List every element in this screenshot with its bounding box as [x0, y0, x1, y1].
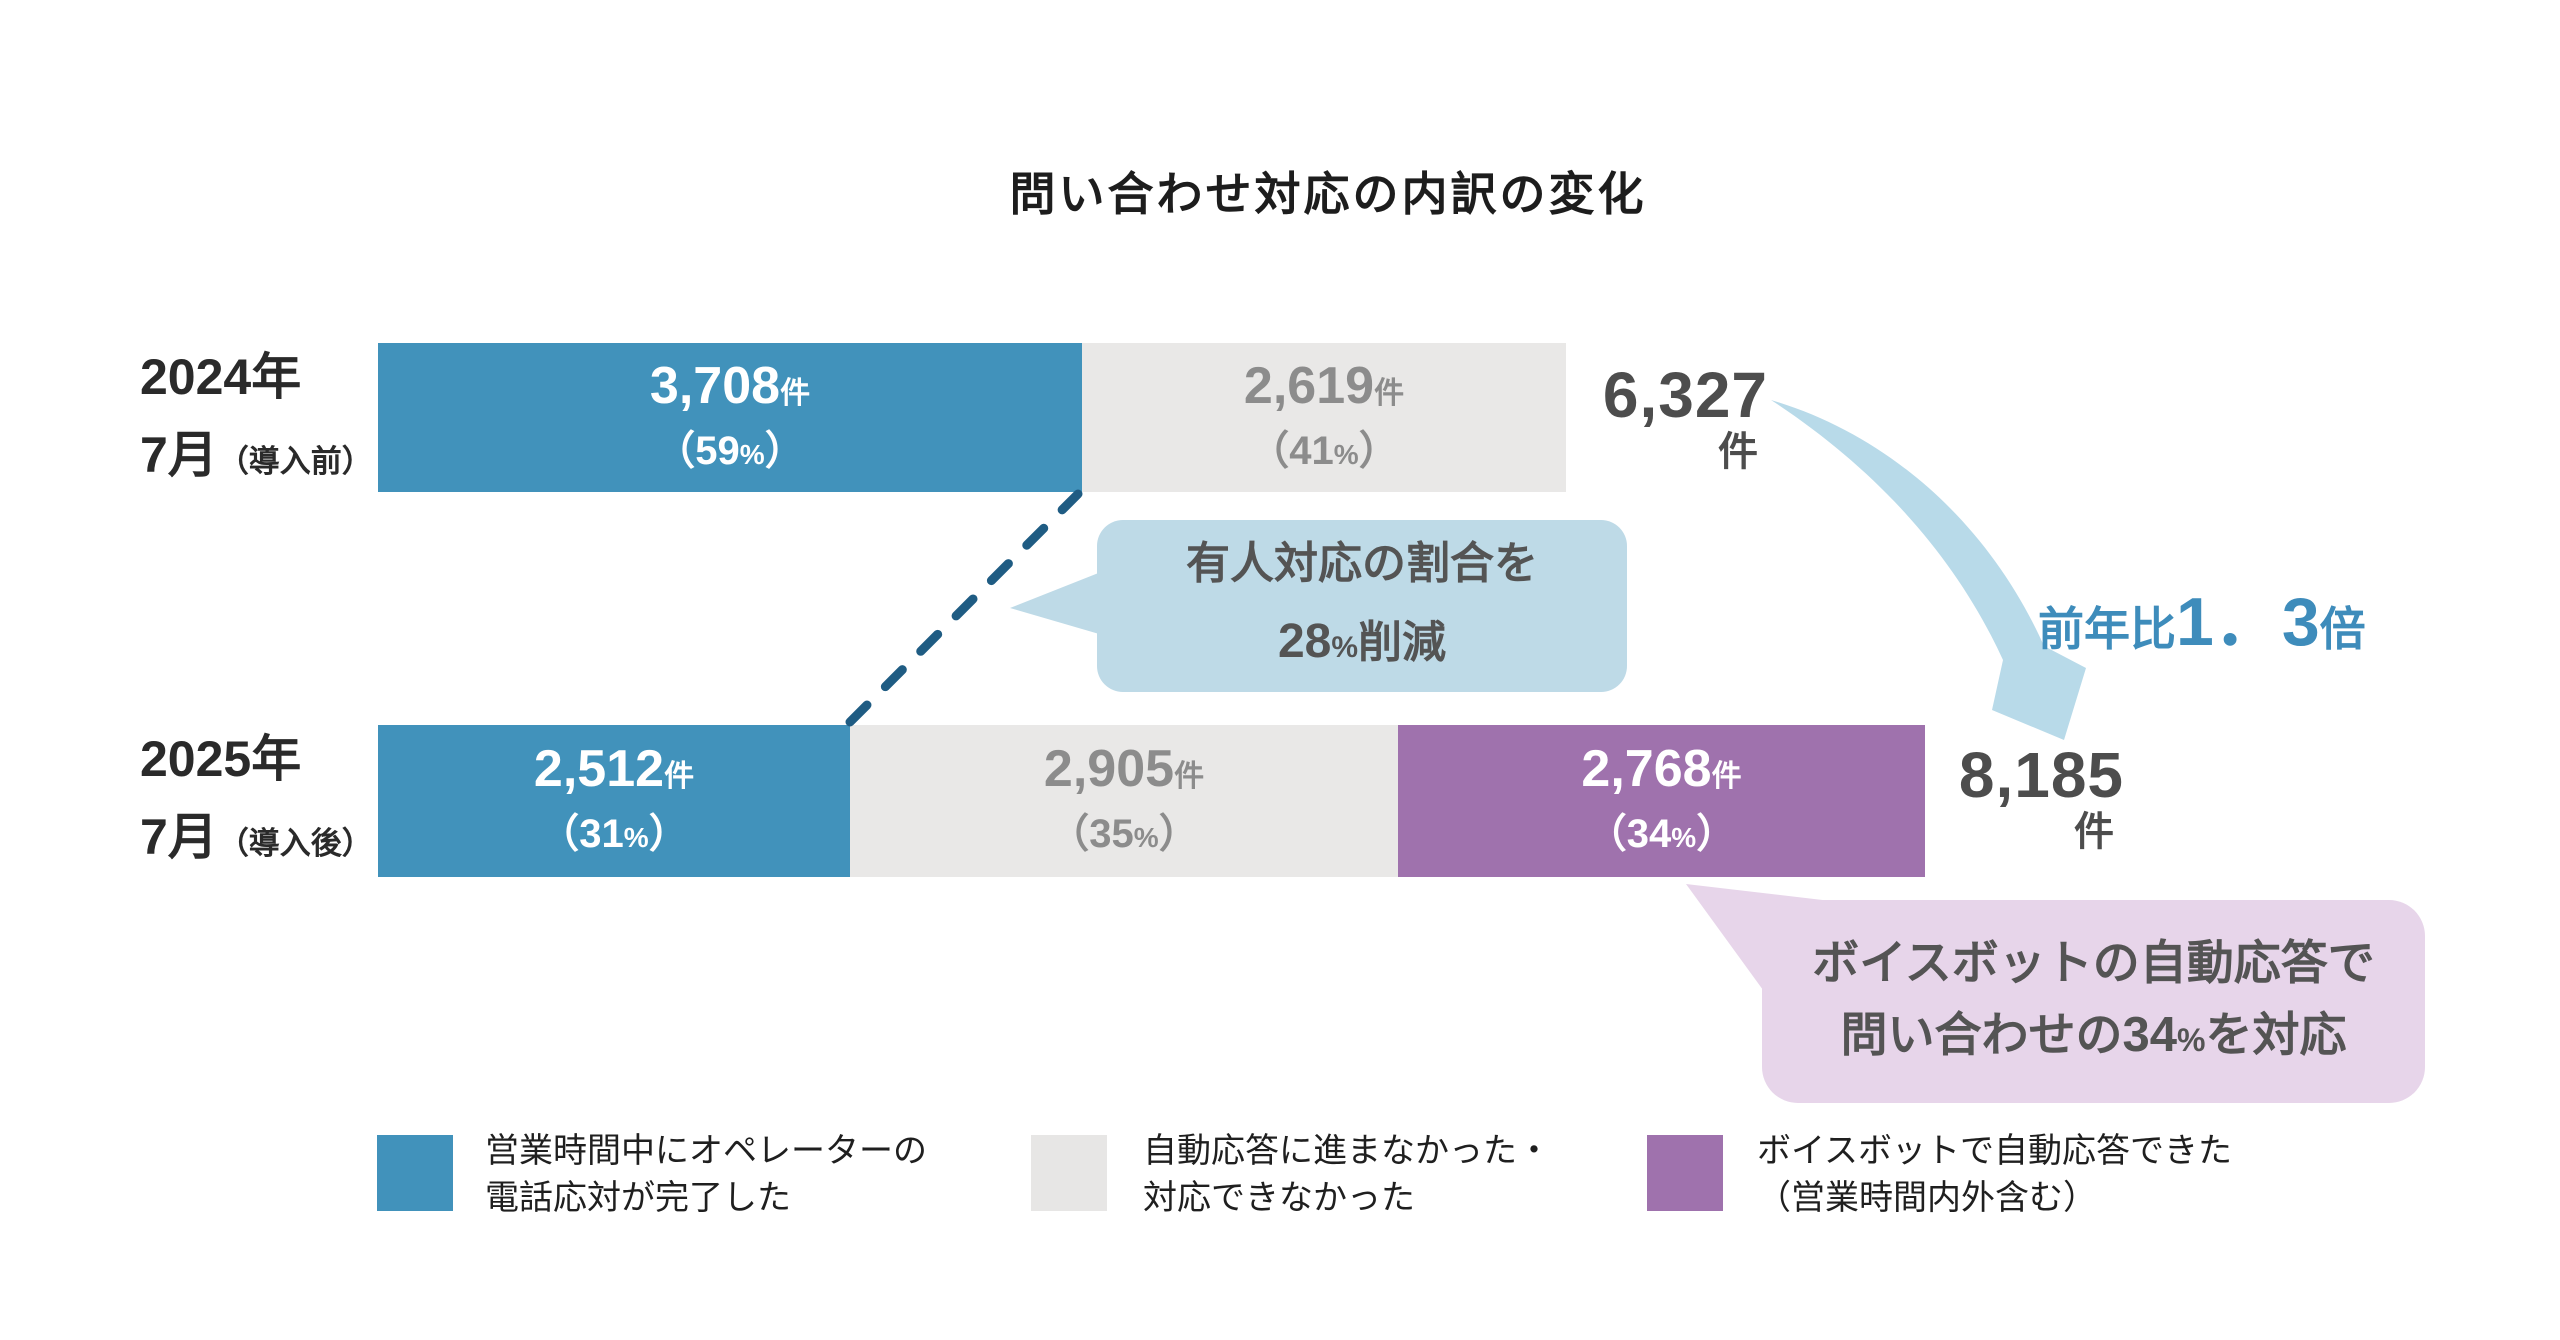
pct-value: 59: [695, 428, 740, 473]
segment-percent: （35%）: [1049, 810, 1198, 862]
callout-line2: 問い合わせの34%を対応: [1841, 999, 2347, 1076]
yoy-suffix: 倍: [2319, 603, 2366, 655]
count-value: 2,768: [1581, 740, 1712, 798]
count-unit: 件: [1174, 760, 1205, 793]
count-unit: 件: [664, 760, 695, 793]
legend-swatch-operator: [377, 1135, 453, 1211]
segment-percent: （41%）: [1249, 427, 1398, 479]
pct-value: 34: [1626, 812, 1672, 856]
row-month: 7月: [140, 809, 218, 865]
pct-sign: %: [623, 822, 649, 853]
bar-segment-missed-2024: 2,619件 （41%）: [1082, 343, 1566, 492]
bar-segment-operator-2024: 3,708件 （59%）: [378, 343, 1082, 492]
callout-line2: 28%削減: [1278, 603, 1446, 687]
count-unit: 件: [1374, 376, 1405, 410]
legend-label-operator: 営業時間中にオペレーターの 電話応対が完了した: [485, 1128, 927, 1222]
row-phase: （導入前）: [217, 444, 373, 479]
pct-sign: %: [1133, 822, 1159, 853]
stacked-bar-2025: 2,512件 （31%） 2,905件 （35%） 2,768件 （34%）: [378, 725, 1925, 877]
row-label-2024: 2024年 7月（導入前）: [140, 348, 373, 491]
pct-sign: %: [1333, 438, 1359, 470]
pct-close: ）: [1158, 812, 1199, 856]
total-value: 8,185: [1958, 739, 2124, 811]
count-value: 2,905: [1043, 740, 1175, 798]
pct-open: （: [1049, 812, 1090, 856]
segment-count: 2,619件: [1244, 357, 1404, 423]
total-unit: 件: [2074, 810, 2114, 854]
callout-percent-sign: %: [1331, 631, 1359, 664]
pct-open: （: [1249, 428, 1290, 473]
callout-voicebot: ボイスボットの自動応答で 問い合わせの34%を対応: [1762, 900, 2425, 1103]
callout-number: 34: [2122, 1008, 2178, 1062]
total-value: 6,327: [1602, 359, 1768, 431]
segment-count: 2,768件: [1581, 740, 1741, 806]
bar-segment-operator-2025: 2,512件 （31%）: [378, 725, 850, 877]
pct-open: （: [1586, 812, 1627, 856]
row-year: 2024年: [140, 349, 302, 405]
row-year: 2025年: [140, 731, 302, 787]
segment-percent: （31%）: [539, 810, 688, 862]
total-2025: 8,185 件: [1912, 742, 2124, 856]
stacked-bar-2024: 3,708件 （59%） 2,619件 （41%）: [378, 343, 1566, 492]
legend-label-voicebot: ボイスボットで自動応答できた （営業時間内外含む）: [1757, 1128, 2232, 1222]
segment-percent: （59%）: [655, 427, 804, 479]
row-label-2025: 2025年 7月（導入後）: [140, 730, 373, 873]
callout-number: 28: [1277, 615, 1332, 668]
callout-percent-sign: %: [2177, 1022, 2206, 1058]
pct-sign: %: [1671, 822, 1697, 853]
dashed-connector-line: [845, 489, 1083, 727]
legend-label-missed: 自動応答に進まなかった・ 対応できなかった: [1143, 1128, 1551, 1222]
pct-close: ）: [764, 428, 805, 473]
row-month: 7月: [140, 427, 218, 483]
pct-open: （: [539, 812, 580, 856]
legend-line2: 対応できなかった: [1143, 1179, 1415, 1217]
pct-sign: %: [739, 438, 765, 470]
segment-count: 3,708件: [650, 357, 810, 423]
count-unit: 件: [780, 376, 811, 410]
legend-line1: ボイスボットで自動応答できた: [1757, 1132, 2232, 1170]
row-month-line: 7月（導入後）: [140, 808, 373, 873]
legend-swatch-voicebot: [1647, 1135, 1723, 1211]
pct-close: ）: [1696, 812, 1737, 856]
row-month-line: 7月（導入前）: [140, 426, 373, 491]
pct-value: 35: [1089, 812, 1134, 856]
pct-close: ）: [1358, 428, 1399, 473]
callout-reduction-tail: [1010, 570, 1106, 636]
count-unit: 件: [1711, 760, 1742, 793]
segment-percent: （34%）: [1587, 810, 1736, 862]
row-phase: （導入後）: [217, 826, 373, 861]
chart-title: 問い合わせ対応の内訳の変化: [1009, 168, 1647, 220]
count-value: 3,708: [649, 356, 781, 415]
pct-value: 31: [579, 812, 624, 856]
segment-count: 2,512件: [534, 740, 694, 806]
legend-line2: 電話応対が完了した: [485, 1179, 791, 1217]
segment-count: 2,905件: [1044, 740, 1204, 806]
count-value: 2,619: [1243, 356, 1375, 415]
total-unit: 件: [1718, 430, 1758, 474]
pct-open: （: [655, 428, 696, 473]
yoy-label: 前年比1．3倍: [2038, 566, 2366, 665]
callout-line1: 有人対応の割合を: [1186, 539, 1538, 588]
legend-line1: 自動応答に進まなかった・: [1143, 1132, 1551, 1170]
bar-segment-missed-2025: 2,905件 （35%）: [850, 725, 1398, 877]
total-2024: 6,327 件: [1556, 362, 1768, 476]
legend-swatch-missed: [1031, 1135, 1107, 1211]
callout-line1: ボイスボットの自動応答で: [1812, 936, 2375, 989]
pct-close: ）: [648, 812, 689, 856]
yoy-prefix: 前年比: [2038, 603, 2176, 655]
bar-segment-voicebot-2025: 2,768件 （34%）: [1398, 725, 1925, 877]
callout-suffix: を対応: [2205, 1008, 2347, 1061]
legend-line2: （営業時間内外含む）: [1757, 1179, 2097, 1217]
pct-value: 41: [1289, 428, 1334, 473]
legend-line1: 営業時間中にオペレーターの: [485, 1132, 927, 1170]
callout-reduction: 有人対応の割合を 28%削減: [1097, 520, 1627, 692]
count-value: 2,512: [533, 740, 665, 798]
callout-suffix: 削減: [1358, 618, 1447, 667]
callout-prefix: 問い合わせの: [1840, 1008, 2123, 1061]
yoy-value: 1．3: [2176, 584, 2320, 660]
